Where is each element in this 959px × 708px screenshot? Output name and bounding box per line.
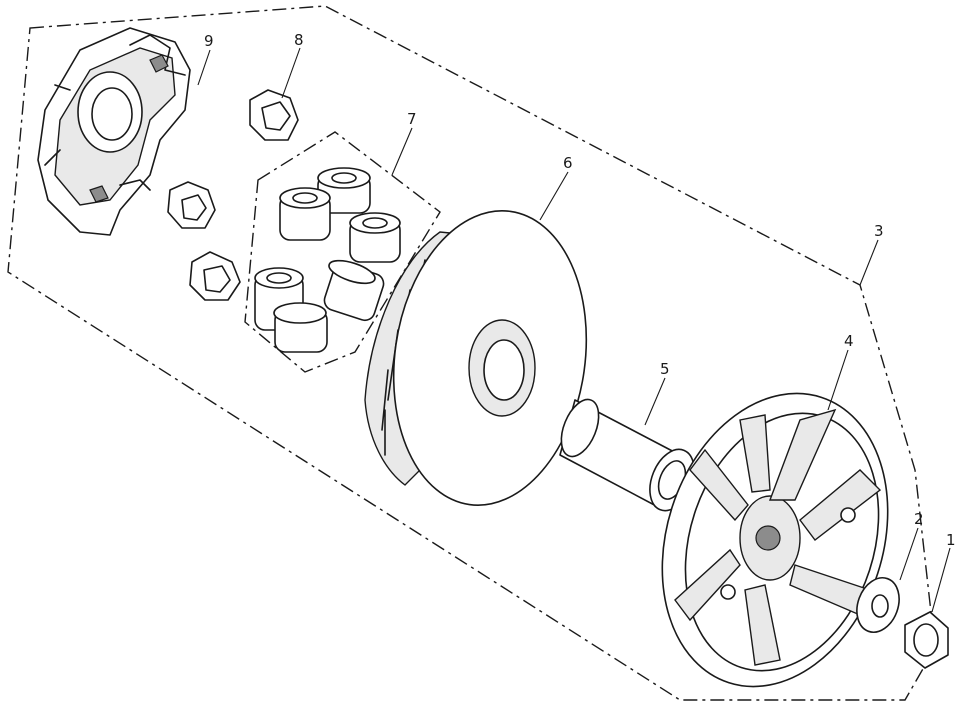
callout-4: 4 (844, 332, 854, 350)
fixed-drive-face (661, 392, 889, 688)
roller-group-boundary (244, 131, 441, 373)
weight-rollers (254, 167, 401, 353)
washer (856, 577, 900, 633)
callout-6: 6 (563, 154, 573, 172)
callout-8: 8 (294, 31, 304, 49)
callout-2: 2 (914, 510, 924, 528)
callout-5: 5 (660, 360, 670, 378)
callout-7: 7 (407, 110, 417, 128)
hex-nut (904, 611, 949, 669)
callout-9: 9 (204, 32, 214, 50)
leader-lines (197, 47, 951, 613)
slider-pieces (167, 89, 299, 301)
movable-drive-face (364, 210, 588, 506)
callout-1: 1 (946, 531, 956, 549)
ramp-plate (37, 27, 191, 236)
callout-3: 3 (874, 222, 884, 240)
